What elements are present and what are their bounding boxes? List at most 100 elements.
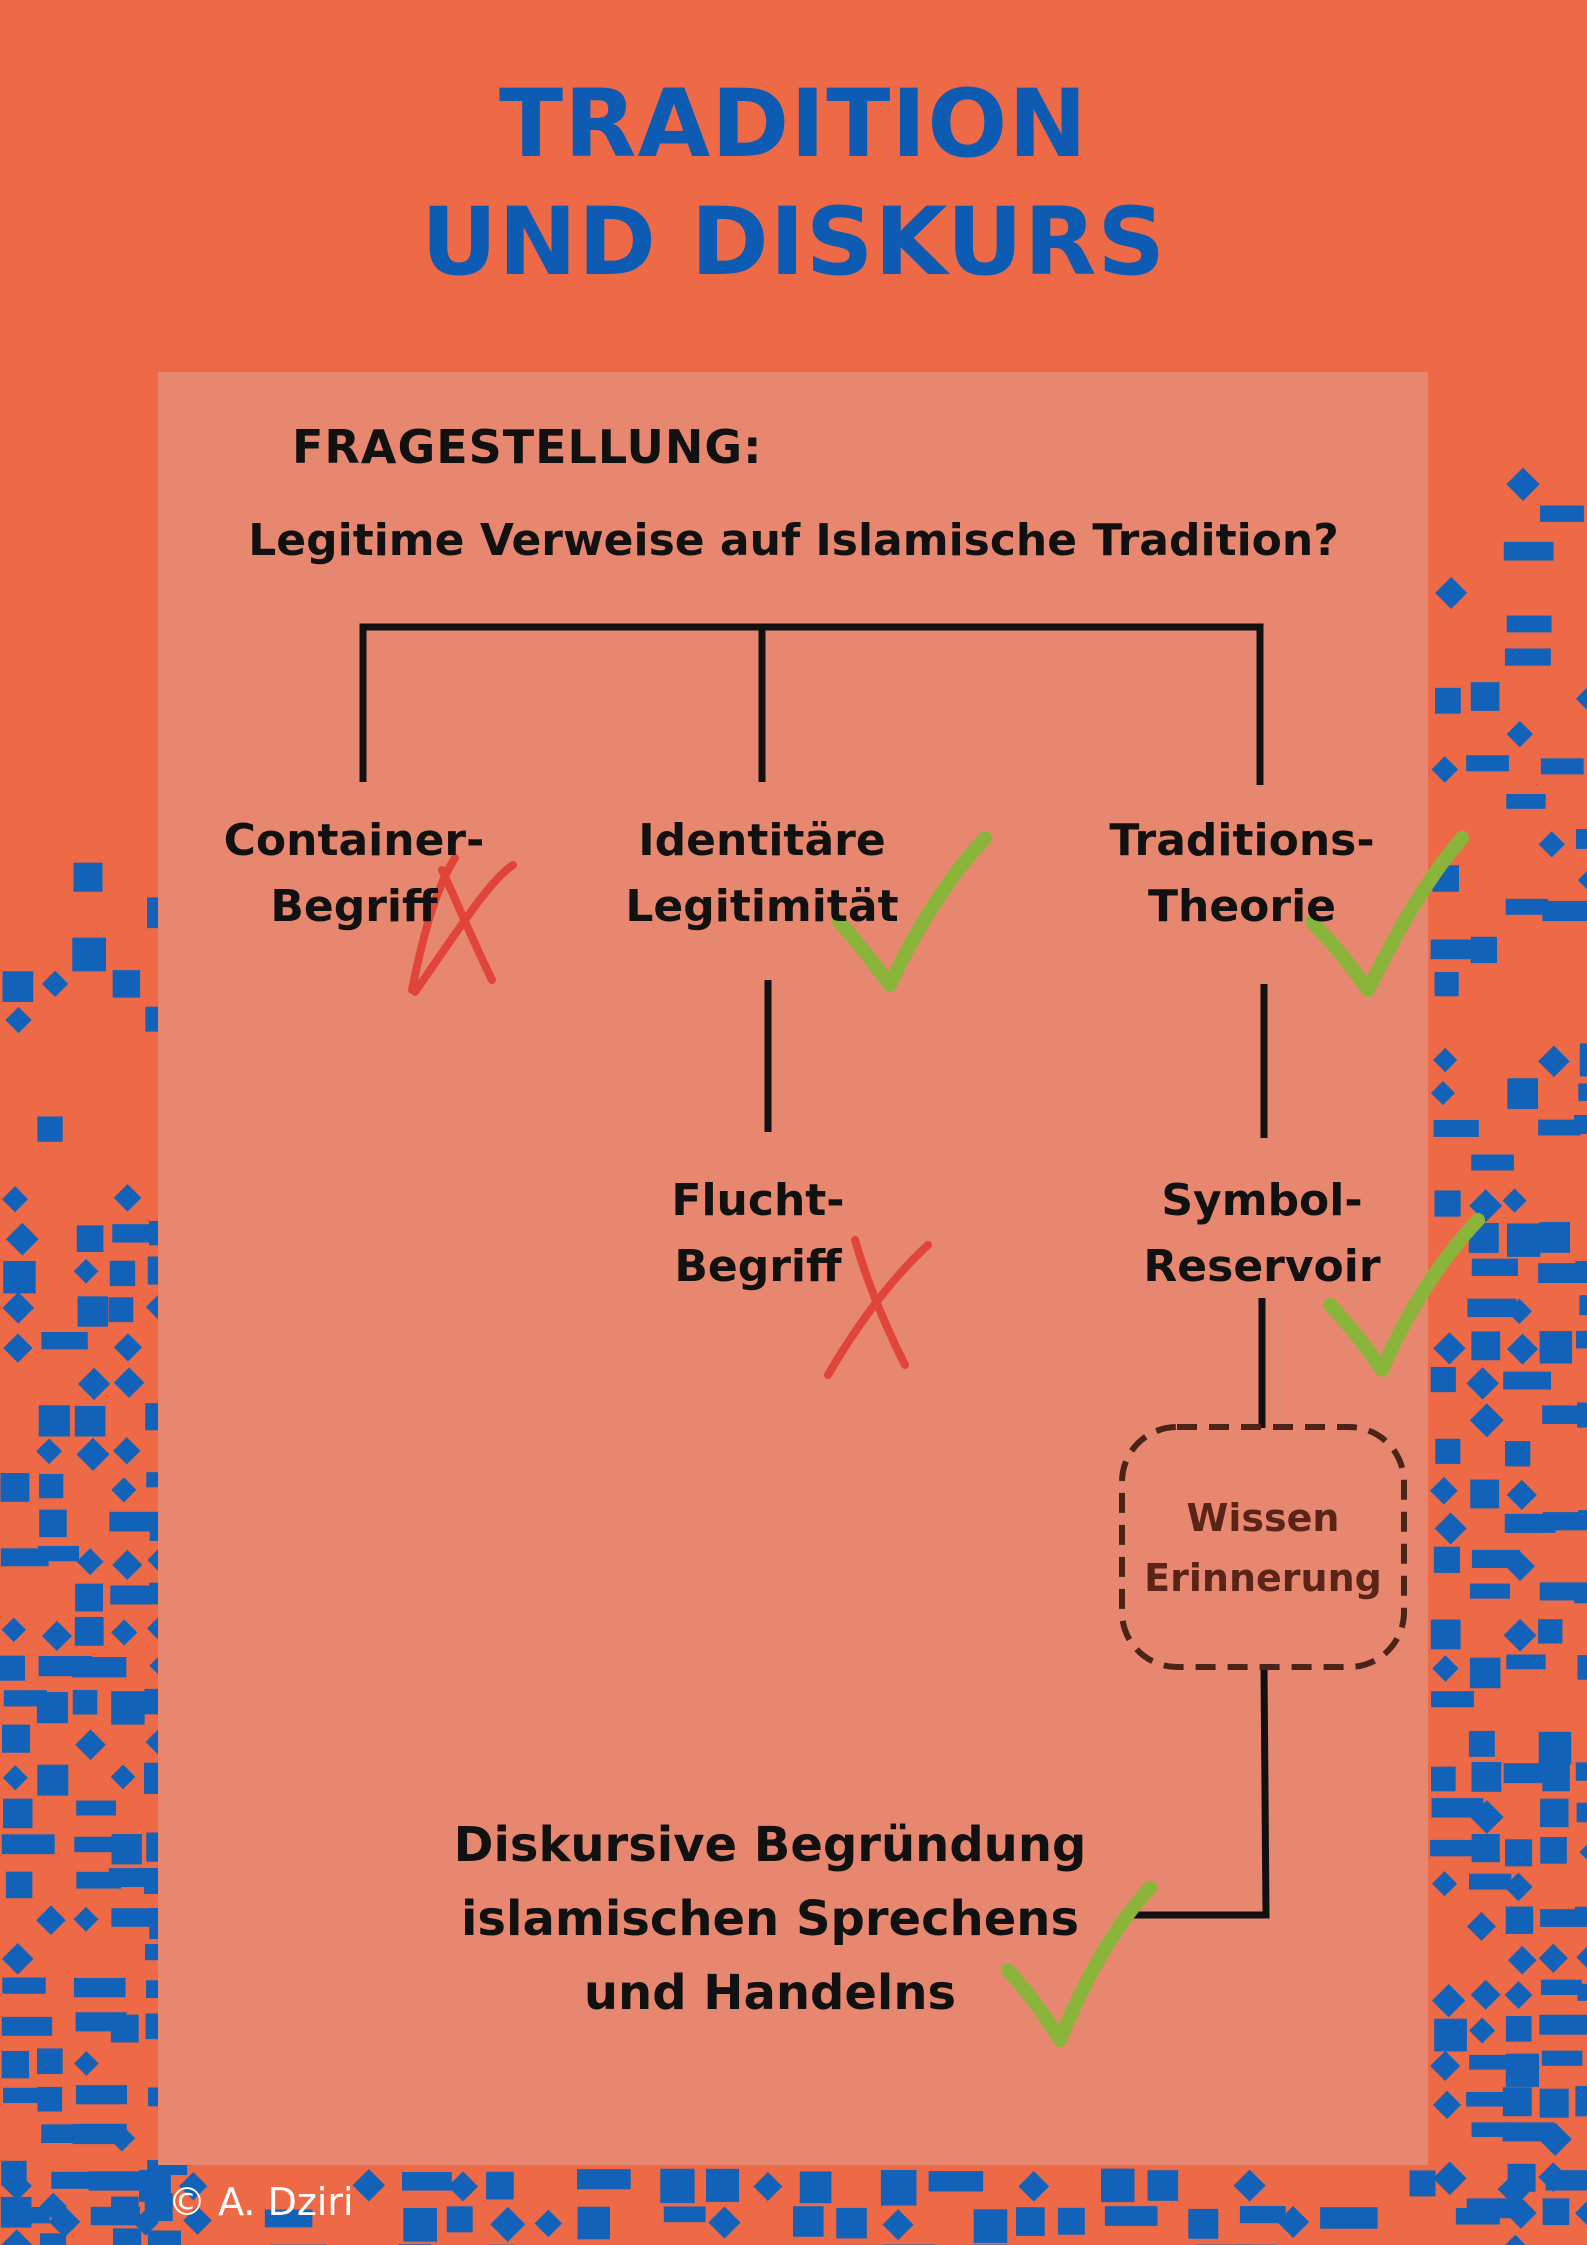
- pattern-tile: [179, 2171, 208, 2201]
- pattern-tile: [1542, 1763, 1570, 1792]
- pattern-tile: [1579, 1844, 1587, 1860]
- pattern-tile: [1502, 2122, 1554, 2142]
- pattern-tile: [1471, 1154, 1514, 1171]
- pattern-tile: [1575, 1261, 1587, 1278]
- pattern-tile: [1540, 505, 1584, 522]
- pattern-tile: [75, 2085, 127, 2105]
- pattern-tile: [111, 1477, 137, 1503]
- pattern-tile: [1470, 682, 1500, 711]
- pattern-tile: [39, 2233, 67, 2245]
- check-icon-identitaere: [831, 831, 992, 992]
- pattern-tile: [110, 1585, 161, 1605]
- copyright-text: © A. Dziri: [168, 2180, 354, 2224]
- node-identitaere-line1: Identitäre: [638, 815, 886, 866]
- pattern-tile: [1505, 2016, 1532, 2042]
- pattern-tile: [576, 2169, 631, 2190]
- pattern-tile: [36, 1905, 66, 1936]
- pattern-tile: [90, 2206, 140, 2226]
- pattern-tile: [1575, 829, 1587, 849]
- pattern-tile: [111, 1691, 145, 1725]
- pattern-tile: [1539, 2014, 1587, 2035]
- pattern-tile: [1471, 1331, 1501, 1361]
- pattern-tile: [1578, 1083, 1587, 1102]
- pattern-tile: [708, 2206, 741, 2239]
- pattern-tile: [0, 1472, 30, 1502]
- pattern-tile: [1506, 720, 1534, 748]
- pattern-tile: [5, 1871, 33, 1899]
- pattern-tile: [1575, 2086, 1587, 2117]
- pattern-tile: [1471, 2122, 1511, 2137]
- node-wissen-line2: Erinnerung: [1144, 1556, 1382, 1600]
- pattern-tile: [1455, 2208, 1500, 2225]
- pattern-tile: [1540, 1979, 1582, 1995]
- pattern-tile: [1057, 2207, 1085, 2235]
- pattern-tile: [112, 2228, 142, 2245]
- pattern-tile: [1, 1943, 34, 1975]
- pattern-tile: [534, 2209, 563, 2238]
- pattern-tile: [486, 2171, 514, 2200]
- pattern-tile: [264, 2209, 313, 2228]
- pattern-tile: [1506, 1479, 1537, 1510]
- pattern-tile: [1504, 1981, 1533, 2009]
- pattern-tile: [77, 1296, 108, 1327]
- pattern-tile: [111, 1834, 142, 1865]
- pattern-tile: [1434, 1190, 1461, 1217]
- pattern-tile: [76, 1437, 110, 1471]
- node-symbol-line2: Reservoir: [1143, 1241, 1381, 1292]
- pattern-tile: [1470, 936, 1498, 964]
- pattern-tile: [1539, 2088, 1569, 2118]
- pattern-tile: [113, 1184, 142, 1212]
- pattern-tile: [973, 2209, 1008, 2243]
- pattern-tile: [1539, 1222, 1571, 1253]
- pattern-tile: [109, 1260, 136, 1287]
- pattern-tile: [1538, 1943, 1568, 1973]
- pattern-tile: [110, 1764, 136, 1790]
- pattern-tile: [1538, 1731, 1572, 1765]
- pattern-tile: [1542, 1512, 1587, 1531]
- pattern-tile: [1431, 1983, 1466, 2018]
- pattern-tile: [72, 937, 106, 972]
- node-flucht-line2: Begriff: [674, 1241, 842, 1292]
- pattern-tile: [1503, 1371, 1552, 1390]
- pattern-tile: [1430, 1619, 1461, 1650]
- pattern-tile: [41, 1620, 73, 1652]
- pattern-tile: [111, 1908, 161, 1927]
- pattern-tile: [113, 1333, 142, 1362]
- node-container-begriff: Container- Begriff: [204, 808, 504, 940]
- pattern-tile: [403, 2208, 437, 2242]
- pattern-tile: [39, 1509, 67, 1538]
- pattern-tile: [74, 1616, 104, 1646]
- pattern-tile: [1538, 1263, 1587, 1283]
- pattern-tile: [705, 2168, 740, 2202]
- pattern-tile: [1, 2050, 30, 2079]
- pattern-tile: [1540, 758, 1584, 775]
- pattern-tile: [1469, 1189, 1503, 1223]
- pattern-tile: [1432, 1655, 1459, 1682]
- pattern-tile: [138, 2169, 171, 2202]
- pattern-tile: [446, 2206, 473, 2233]
- pattern-tile: [1577, 1402, 1587, 1428]
- pattern-tile: [1434, 2018, 1467, 2052]
- pattern-tile: [1431, 1766, 1456, 1792]
- pattern-tile: [39, 1473, 64, 1499]
- node-container-line1: Container-: [223, 815, 485, 866]
- pattern-tile: [2, 971, 34, 1003]
- pattern-tile: [1466, 755, 1509, 772]
- pattern-tile: [1542, 2198, 1570, 2226]
- pattern-tile: [402, 2171, 452, 2191]
- title-line-1: TRADITION: [499, 70, 1088, 179]
- pattern-tile: [1239, 2206, 1286, 2224]
- pattern-tile: [76, 1225, 104, 1253]
- pattern-tile: [147, 2230, 182, 2245]
- pattern-tile: [1505, 2197, 1537, 2229]
- pattern-tile: [37, 1764, 69, 1796]
- pattern-tile: [1540, 1837, 1567, 1864]
- question-text: Legitime Verweise auf Islamische Traditi…: [248, 515, 1339, 566]
- node-wissen-line1: Wissen: [1186, 1496, 1340, 1540]
- node-final-conclusion: Diskursive Begründung islamischen Sprech…: [400, 1808, 1140, 2030]
- pattern-tile: [1507, 1078, 1538, 1109]
- pattern-tile: [112, 970, 141, 998]
- pattern-tile: [112, 1549, 143, 1580]
- pattern-tile: [2, 1798, 33, 1829]
- pattern-tile: [1, 2229, 33, 2245]
